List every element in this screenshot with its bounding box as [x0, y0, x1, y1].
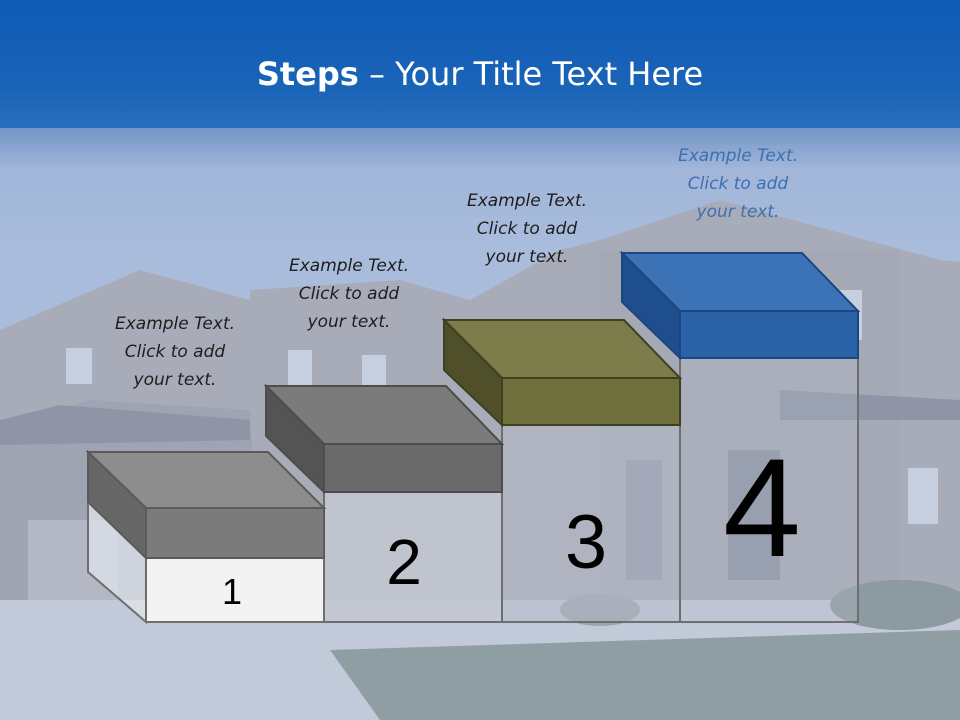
step-2-caption-line3: your text.	[307, 312, 391, 332]
title-bar	[0, 0, 960, 128]
step-2-block[interactable]	[263, 383, 505, 495]
step-1-base[interactable]	[145, 557, 325, 623]
step-2-caption[interactable]: Example Text. Click to add your text.	[264, 252, 434, 336]
step-3-block[interactable]	[441, 317, 683, 428]
step-2-caption-line1: Example Text.	[288, 256, 410, 276]
step-1-block[interactable]	[85, 449, 327, 561]
step-3-caption-line3: your text.	[485, 247, 569, 267]
slide-title-rest: – Your Title Text Here	[358, 55, 704, 93]
step-1-caption[interactable]: Example Text. Click to add your text.	[90, 310, 260, 394]
slide-title-bold: Steps	[256, 55, 359, 93]
step-3-caption-line1: Example Text.	[466, 191, 588, 211]
step-3-caption[interactable]: Example Text. Click to add your text.	[442, 187, 612, 271]
step-1-caption-line2: Click to add	[124, 342, 226, 362]
step-4-base[interactable]	[679, 357, 859, 623]
step-1-caption-line3: your text.	[133, 370, 217, 390]
step-1-number: 1	[222, 571, 242, 612]
step-2-number: 2	[386, 526, 422, 598]
title-bar-fade	[0, 128, 960, 168]
step-3-caption-line2: Click to add	[476, 219, 578, 239]
step-4-caption-line1: Example Text.	[677, 146, 799, 166]
step-2-base[interactable]	[323, 491, 503, 623]
step-3-number: 3	[565, 500, 607, 585]
step-4-caption[interactable]: Example Text. Click to add your text.	[653, 142, 823, 226]
step-4-block[interactable]	[619, 250, 861, 361]
step-1-caption-line1: Example Text.	[114, 314, 236, 334]
step-4-number: 4	[723, 429, 801, 586]
step-2-caption-line2: Click to add	[298, 284, 400, 304]
slide-title[interactable]: Steps – Your Title Text Here	[0, 52, 960, 96]
step-4-caption-line3: your text.	[696, 202, 780, 222]
step-4-caption-line2: Click to add	[687, 174, 789, 194]
